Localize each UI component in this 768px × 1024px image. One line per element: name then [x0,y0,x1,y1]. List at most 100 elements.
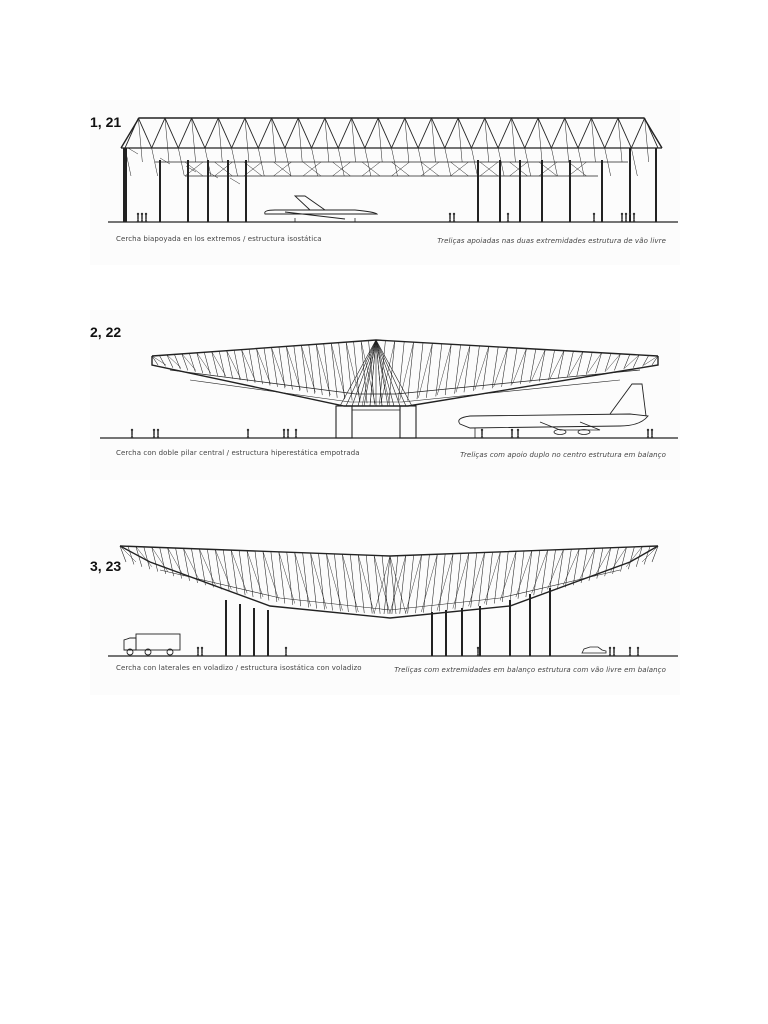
truss-diagonal [364,117,379,149]
truss-diagonal [417,117,432,149]
truss-web [199,548,206,586]
person-9-leg [629,219,632,223]
car [581,646,607,654]
aircraft-fuselage [458,413,649,429]
truss-diagonal [286,346,301,390]
truss-web [175,548,182,579]
truss-diagonal [484,117,499,149]
truss-diagonal [421,554,438,613]
truss-web [591,117,596,163]
truss-web [557,549,564,590]
truss-diagonal [537,117,552,149]
figure-3-number: 3, 23 [90,558,122,574]
person-5-leg [287,435,290,439]
truss-diagonal [151,547,168,572]
person-2-head [156,428,160,432]
person-10-head [632,212,636,216]
person-1-head [200,646,204,650]
truss-web [262,551,270,601]
truss-web [471,147,478,177]
truss-web [585,352,593,375]
truss-web [151,355,159,366]
person-1-leg [153,435,156,439]
truss-web [248,349,256,383]
truss-web [189,353,196,372]
truss-diagonal [337,117,352,149]
person-3-leg [477,653,480,657]
truss-diagonal [326,553,343,611]
truss-diagonal [641,545,659,563]
person-2-leg [145,219,148,223]
truss-web [501,347,508,387]
truss-web [391,161,410,177]
truss-web [643,546,651,565]
truss-web [564,117,569,163]
truss-web [635,546,643,567]
person-4-leg [453,219,456,223]
truss-web [486,552,493,605]
truss-diagonal [547,549,564,590]
truss-web [604,147,611,177]
truss-diagonal [499,551,517,601]
truss-web [604,353,612,372]
truss-web [632,354,640,368]
central-pillar [335,405,353,439]
aircraft-wing [284,211,346,220]
truss-diagonal [301,345,316,393]
person-8-head [624,212,628,216]
truss-web [431,554,438,613]
truss-web [207,549,214,588]
truss-web [365,555,373,614]
truss-diagonal [167,547,184,577]
person-9-leg [517,435,520,439]
person-6-head [294,428,298,432]
person-0-leg [197,653,200,657]
person-1-head [140,212,144,216]
truss-web [463,345,471,393]
truss-diagonal [549,350,565,379]
person-6-leg [593,219,596,223]
truss-web [151,147,158,177]
person-7-leg [621,219,624,223]
truss-diagonal [230,550,248,594]
truss-web [302,552,309,608]
truss-web [167,547,174,577]
truss-diagonal [311,117,326,149]
person-7-leg [481,435,484,439]
truss-web [444,147,452,177]
truss-diagonal [377,117,392,149]
truss-diagonal [124,117,139,149]
truss-web [323,343,331,397]
truss-diagonal [135,546,153,567]
truss-diagonal [244,117,259,149]
truss-diagonal [342,554,359,613]
person-3-head [246,428,250,432]
truss-diagonal [351,117,366,149]
truss-web [415,554,422,614]
person-6-head [592,212,596,216]
person-4-leg [609,653,612,657]
fan-member [375,339,401,407]
truss-web [642,355,649,367]
truss-web [254,550,262,599]
truss-web [473,345,480,392]
figure-3-panel: 3, 23 Cercha con laterales en voladizo /… [90,530,680,695]
truss-web [529,349,537,383]
truss-web [381,555,389,614]
truss-web [324,117,330,163]
fan-member [345,339,377,407]
truss-web [509,161,528,177]
truss-web [577,147,585,177]
truss-diagonal [375,339,391,407]
truss-web [391,147,398,177]
truss-web [454,344,461,394]
truss-web [218,117,223,163]
truss-web [135,546,143,567]
truss-web [462,553,470,609]
truss-web [533,550,541,596]
person-11-leg [651,435,654,439]
truss-diagonal [604,117,619,149]
truss-diagonal [345,342,361,401]
truss-diagonal [474,346,490,390]
truss-web [651,355,659,366]
